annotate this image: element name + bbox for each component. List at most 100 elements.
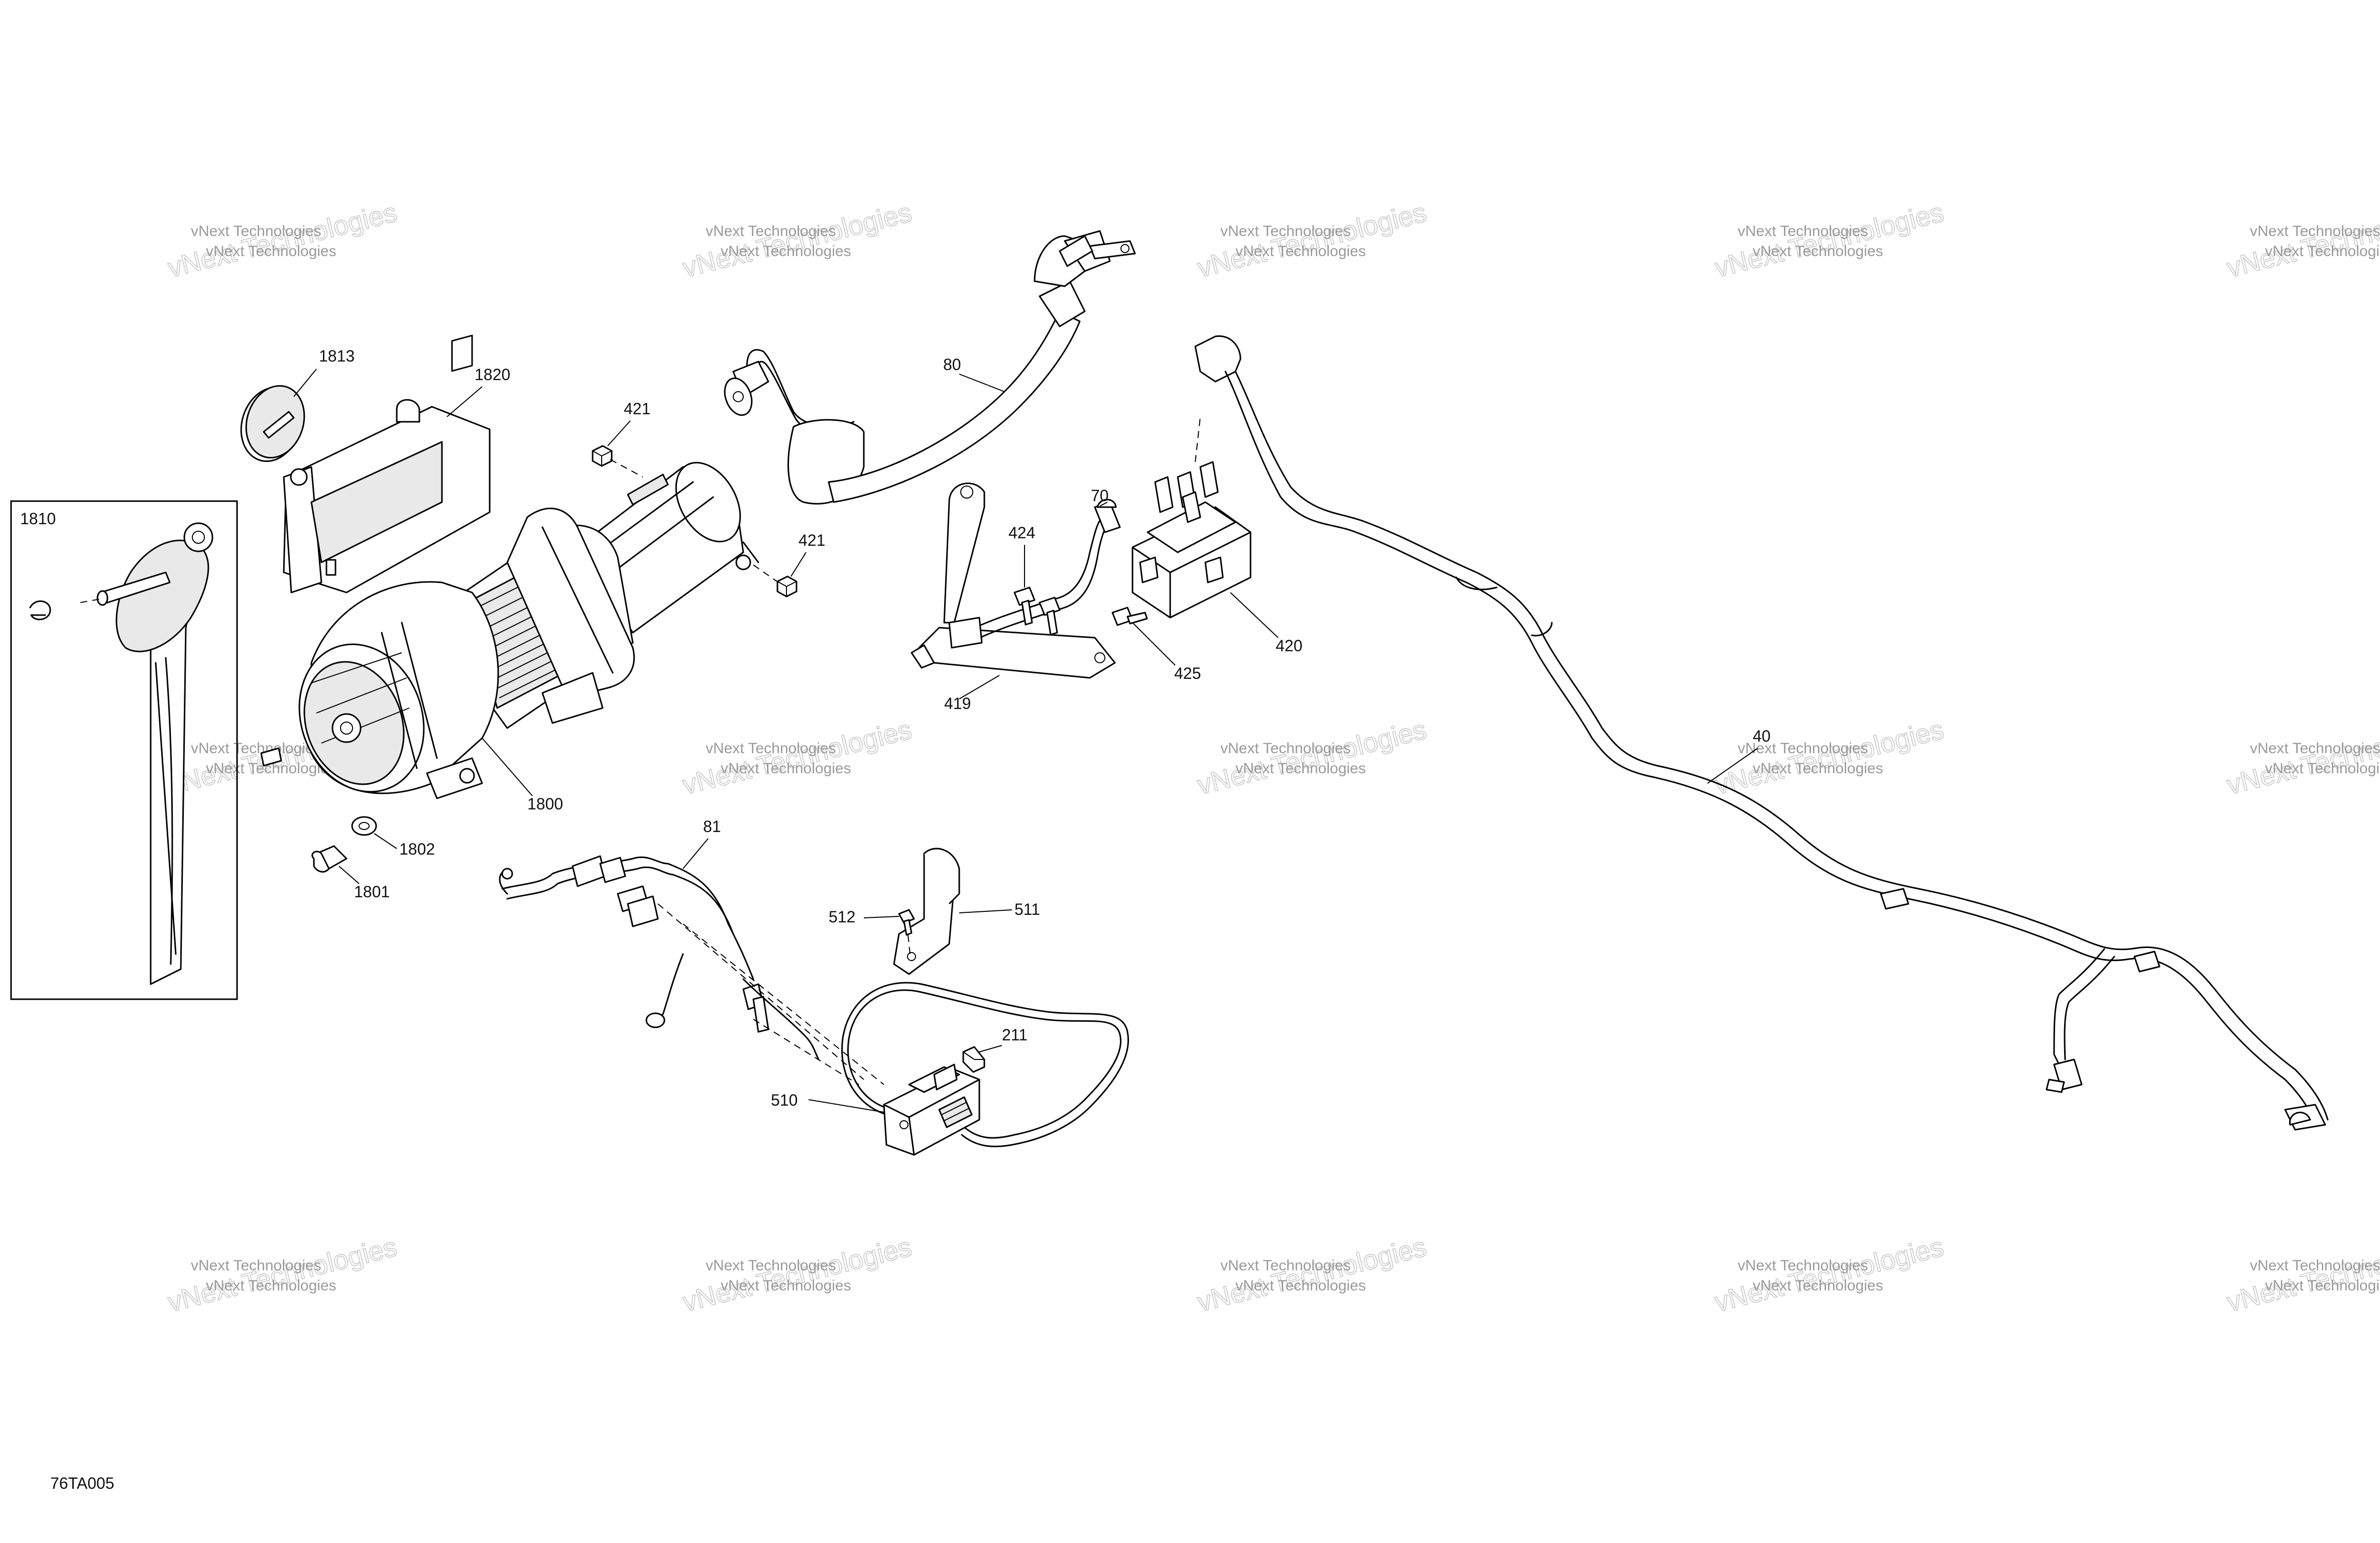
svg-text:vNext Technologies: vNext Technologies	[679, 715, 915, 800]
bracket-419	[911, 483, 1116, 679]
watermark: vNext Technologies vNext Technologies vN…	[679, 714, 916, 801]
watermark: vNext Technologies vNext Technologies vN…	[1194, 1231, 1430, 1318]
contactor-420	[1131, 416, 1252, 619]
bolt-1801	[311, 845, 348, 873]
watermark: vNext Technologies vNext Technologies vN…	[679, 1231, 916, 1318]
watermark: vNext Technologies vNext Technologies vN…	[2224, 1231, 2380, 1318]
leader-1813	[293, 369, 317, 397]
leader-1820	[446, 386, 483, 417]
svg-text:vNext Technologies: vNext Technologies	[2265, 243, 2380, 260]
clip	[29, 600, 51, 621]
label-81: 81	[703, 817, 721, 836]
inset-1810: 1810	[10, 500, 238, 1000]
svg-text:vNext Technologies: vNext Technologies	[1712, 197, 1947, 283]
label-40: 40	[1753, 727, 1771, 745]
leader-510	[808, 1099, 884, 1113]
label-421-right: 421	[799, 531, 825, 549]
leader-1801	[338, 866, 360, 884]
leader-1800	[482, 738, 533, 796]
label-421-top: 421	[624, 400, 650, 418]
svg-text:vNext Technologies: vNext Technologies	[721, 243, 851, 260]
screw-512	[898, 909, 915, 955]
harness-81	[499, 855, 884, 1085]
svg-text:vNext Technologies: vNext Technologies	[1738, 740, 1868, 757]
label-1810: 1810	[20, 510, 56, 528]
svg-text:vNext Technologies: vNext Technologies	[706, 223, 836, 240]
winch-1800	[260, 461, 759, 799]
svg-text:vNext Technologies: vNext Technologies	[1220, 223, 1351, 240]
svg-text:vNext Technologies: vNext Technologies	[679, 1232, 915, 1318]
battery-cable-80	[724, 230, 1136, 505]
leader-80	[959, 374, 1005, 392]
leader-421-top	[607, 420, 631, 446]
leader-511	[959, 909, 1012, 913]
label-1802: 1802	[399, 840, 435, 858]
nut-421-top	[592, 445, 643, 478]
winch-switch-510	[841, 982, 1129, 1156]
svg-text:vNext Technologies: vNext Technologies	[706, 1257, 836, 1274]
label-510: 510	[771, 1091, 798, 1109]
pin	[80, 571, 171, 606]
watermark: vNext Technologies vNext Technologies vN…	[1712, 197, 1948, 284]
svg-text:vNext Technologies: vNext Technologies	[1235, 243, 1366, 260]
bolt-424-b	[1039, 597, 1061, 636]
ground-cable-70	[948, 499, 1121, 649]
leader-40	[1707, 748, 1758, 784]
svg-text:vNext Technologies: vNext Technologies	[1738, 223, 1868, 240]
svg-text:vNext Technologies: vNext Technologies	[2265, 760, 2380, 777]
svg-text:vNext Technologies: vNext Technologies	[721, 760, 851, 777]
svg-text:vNext Technologies: vNext Technologies	[1194, 197, 1429, 283]
bolt-424-a	[1013, 586, 1036, 626]
watermark: vNext Technologies vNext Technologies vN…	[165, 1231, 401, 1318]
watermark: vNext Technologies vNext Technologies vN…	[1194, 197, 1430, 284]
svg-text:vNext Technologies: vNext Technologies	[706, 740, 836, 757]
label-511: 511	[1014, 900, 1040, 918]
harness-40	[1194, 335, 2329, 1131]
svg-text:vNext Technologies: vNext Technologies	[1220, 1257, 1351, 1274]
label-424: 424	[1008, 524, 1035, 542]
clip-211	[962, 1046, 985, 1073]
svg-text:vNext Technologies: vNext Technologies	[1235, 1277, 1366, 1294]
label-211: 211	[1002, 1026, 1028, 1044]
leader-70	[1099, 502, 1108, 507]
svg-text:vNext Technologies: vNext Technologies	[2265, 1277, 2380, 1294]
rubber-stopper-1813	[240, 385, 305, 462]
washer-1802	[351, 816, 377, 836]
fairlead-bracket-1820	[283, 334, 491, 594]
leader-211	[979, 1045, 1002, 1052]
label-425: 425	[1174, 664, 1201, 682]
svg-text:vNext Technologies: vNext Technologies	[206, 1277, 336, 1294]
svg-text:vNext Technologies: vNext Technologies	[2250, 1257, 2380, 1274]
label-1813: 1813	[319, 347, 355, 365]
svg-text:vNext Technologies: vNext Technologies	[1738, 1257, 1868, 1274]
svg-text:vNext Technologies: vNext Technologies	[1753, 1277, 1883, 1294]
bolt-425	[1111, 607, 1148, 626]
diagram-code: 76TA005	[50, 1474, 115, 1492]
leader-512	[863, 916, 899, 918]
label-419: 419	[944, 694, 971, 713]
leader-421-right	[790, 552, 807, 577]
label-1820: 1820	[475, 366, 510, 384]
svg-text:vNext Technologies: vNext Technologies	[191, 1257, 321, 1274]
svg-text:vNext Technologies: vNext Technologies	[1753, 760, 1883, 777]
svg-text:vNext Technologies: vNext Technologies	[165, 197, 400, 283]
switch-bracket-511	[893, 848, 960, 975]
leader-420	[1230, 592, 1279, 638]
inset-frame	[10, 500, 238, 1000]
svg-text:vNext Technologies: vNext Technologies	[206, 243, 336, 260]
leader-425	[1132, 622, 1176, 666]
label-1801: 1801	[354, 883, 390, 901]
leader-81	[683, 838, 709, 869]
svg-text:vNext Technologies: vNext Technologies	[679, 197, 915, 283]
watermark: vNext Technologies vNext Technologies vN…	[1194, 714, 1430, 801]
svg-text:vNext Technologies: vNext Technologies	[2250, 740, 2380, 757]
watermark: vNext Technologies vNext Technologies vN…	[2224, 714, 2380, 801]
label-80: 80	[943, 355, 961, 374]
label-512: 512	[829, 908, 855, 926]
svg-text:vNext Technologies: vNext Technologies	[2250, 223, 2380, 240]
svg-text:vNext Technologies: vNext Technologies	[1753, 243, 1883, 260]
svg-text:vNext Technologies: vNext Technologies	[2224, 715, 2380, 800]
label-420: 420	[1276, 637, 1302, 655]
label-70: 70	[1091, 487, 1109, 505]
